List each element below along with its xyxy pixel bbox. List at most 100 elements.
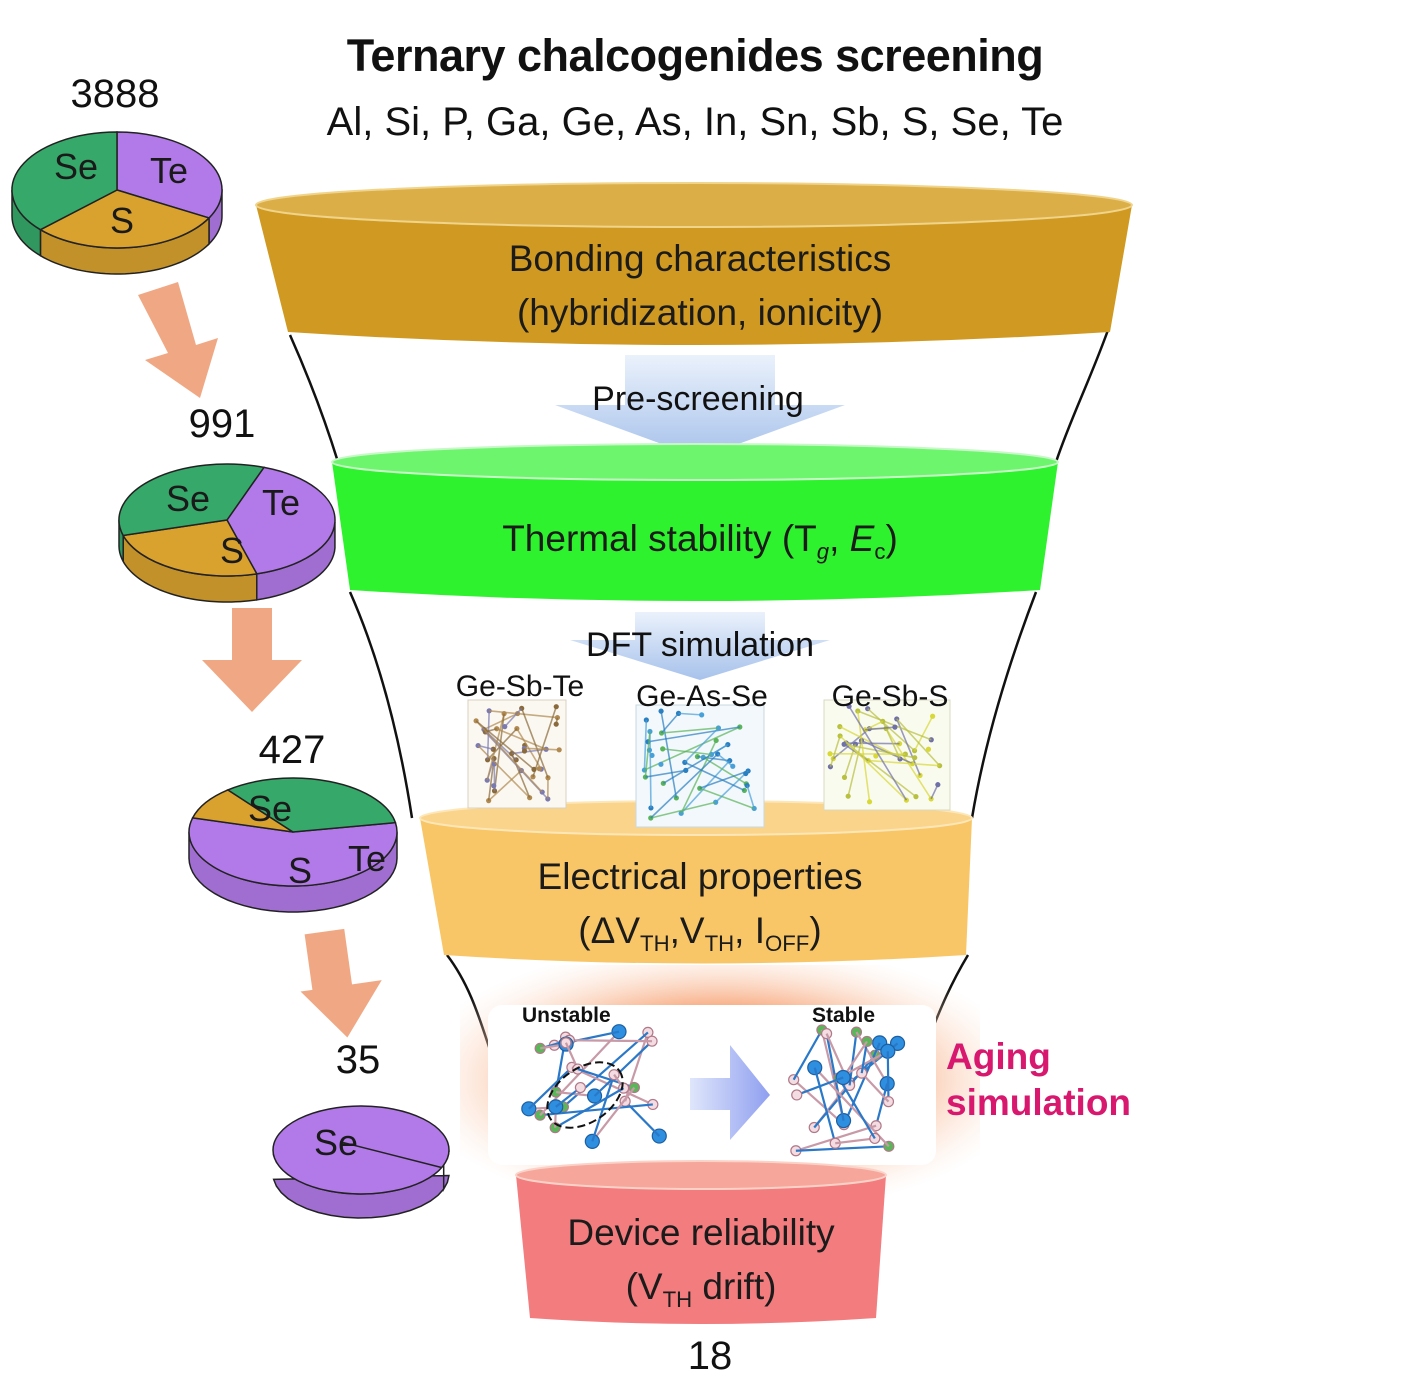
flow-arrows — [138, 282, 382, 1038]
atom — [892, 724, 898, 730]
stage-band-bonding — [255, 182, 1133, 345]
pie-count-3: 427 — [258, 728, 326, 772]
bond — [532, 706, 558, 778]
bond — [796, 1076, 844, 1096]
pie2-label-te: Te — [262, 482, 301, 523]
bond — [475, 720, 543, 793]
atom — [827, 751, 833, 757]
pie3-label-te: Te — [348, 838, 387, 879]
pie-chart-1 — [11, 131, 223, 275]
flow-arrow-2 — [202, 608, 302, 712]
bond — [650, 801, 716, 819]
stage-bonding-text: Bonding characteristics (hybridization, … — [290, 232, 1110, 340]
bond — [475, 720, 535, 771]
bond — [591, 1074, 616, 1142]
stage-electrical-text: Electrical properties (ΔVTH,VTH, IOFF) — [430, 850, 970, 971]
atom — [743, 770, 749, 777]
bond — [699, 770, 749, 790]
bond — [886, 1051, 890, 1102]
pie-slice-se — [226, 466, 336, 575]
pie-count-2: 991 — [188, 402, 256, 446]
material-ge-sb-s: Ge-Sb-S — [831, 680, 949, 713]
page-title: Ternary chalcogenides screening — [346, 30, 1044, 81]
bond — [571, 1066, 654, 1106]
bond — [843, 743, 915, 759]
dft-arrow — [570, 612, 830, 680]
pie2-label-s: S — [220, 530, 245, 571]
bond — [684, 761, 745, 792]
atom — [658, 708, 664, 714]
flow-arrow-3 — [300, 928, 382, 1038]
pie-chart-2 — [118, 463, 336, 603]
atom — [845, 793, 851, 799]
pie1-label-s: S — [110, 200, 135, 241]
stage-electrical-subtitle: (ΔVTH,VTH, IOFF) — [578, 910, 822, 956]
bond — [483, 712, 518, 731]
pie-slice-s — [226, 777, 397, 833]
aging-arrow — [690, 1045, 770, 1140]
final-count: 18 — [687, 1334, 733, 1378]
atom — [699, 712, 705, 718]
atom — [486, 798, 492, 804]
atom — [713, 799, 719, 805]
bond — [839, 735, 907, 801]
pie-slice-se — [272, 1105, 450, 1195]
pie4-label-se: Se — [314, 1122, 359, 1163]
aging-panel — [460, 965, 980, 1195]
pie2-label-se: Se — [166, 478, 211, 519]
bond — [792, 1029, 823, 1081]
stage-band-thermal — [331, 443, 1059, 601]
atom — [930, 713, 936, 719]
unstable-label: Unstable — [522, 1004, 611, 1027]
atom — [502, 724, 508, 730]
bond — [746, 785, 755, 809]
atom — [935, 782, 941, 788]
dft-label: DFT simulation — [586, 626, 814, 664]
bond — [842, 1042, 881, 1126]
bond — [913, 715, 934, 752]
bond — [813, 1054, 876, 1129]
stable-label: Stable — [812, 1004, 876, 1027]
stage-reliability-subtitle: (VTH drift) — [625, 1266, 777, 1312]
bond — [837, 1077, 876, 1139]
bond — [486, 713, 505, 781]
pie1-label-se: Se — [54, 146, 99, 187]
pie-slice-te — [122, 519, 258, 577]
bond — [717, 753, 734, 767]
bond — [624, 1032, 649, 1102]
atom — [491, 783, 497, 789]
bond — [896, 718, 941, 767]
stage-thermal-text: Thermal stability (Tg, Ec) — [502, 518, 898, 564]
dft-structure-cells — [467, 699, 951, 828]
prescreening-label: Pre-screening — [592, 380, 804, 418]
element-list: Al, Si, P, Ga, Ge, As, In, Sn, Sb, S, Se… — [326, 100, 1064, 144]
pie-slice-te — [38, 189, 211, 249]
bond — [528, 1066, 573, 1110]
stage-band-electrical — [419, 800, 973, 964]
bond — [875, 1083, 889, 1127]
atom — [490, 746, 496, 752]
bond — [699, 787, 755, 810]
bond — [848, 705, 908, 801]
bond — [865, 726, 895, 731]
bond — [650, 753, 719, 819]
unstable-cluster-highlight — [546, 1061, 624, 1129]
pie-slice-s — [118, 463, 266, 537]
atom — [553, 704, 559, 710]
atom — [660, 746, 666, 752]
atom — [642, 774, 649, 780]
atom — [896, 741, 903, 747]
bond — [813, 1067, 837, 1144]
pie-chart-4 — [272, 1105, 450, 1219]
atom — [708, 751, 715, 758]
bond — [496, 727, 547, 751]
atom — [841, 774, 848, 780]
atom — [556, 747, 562, 753]
bond — [643, 719, 648, 771]
bond — [711, 743, 729, 756]
prescreening-arrow — [555, 355, 845, 458]
atom — [658, 761, 664, 767]
stage-electrical-title: Electrical properties — [537, 856, 863, 897]
stage-reliability-title: Device reliability — [567, 1212, 835, 1253]
atom — [574, 1081, 587, 1094]
